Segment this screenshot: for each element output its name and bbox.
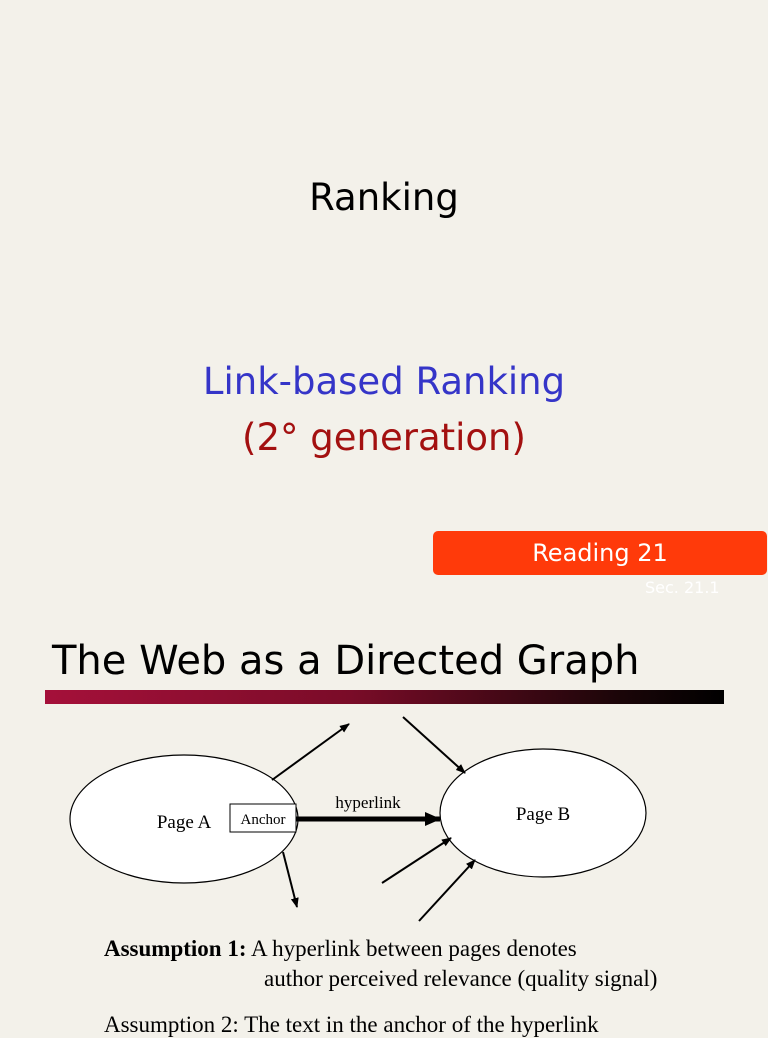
directed-graph-diagram: Page A Anchor Page B hyperlink (69, 716, 647, 922)
page-b-label: Page B (516, 804, 570, 825)
assumption-1-text-line2: author perceived relevance (quality sign… (264, 966, 658, 991)
subtitle-link-based-ranking: Link-based Ranking (202, 360, 566, 403)
page-a-label: Page A (157, 812, 212, 833)
anchor-box (229, 803, 297, 833)
outgoing-edge-up (271, 723, 350, 781)
assumption-1-heading: Assumption 1: (104, 936, 247, 961)
reading-badge-label: Reading 21 (532, 539, 668, 567)
outgoing-edge-down (282, 851, 299, 908)
reading-badge: Reading 21 (433, 531, 767, 575)
subtitle-generation: (2° generation) (242, 416, 526, 459)
slide-title: Ranking (309, 176, 459, 219)
slide2-title: The Web as a Directed Graph (52, 638, 640, 684)
section-label: Sec. 21.1 (645, 578, 720, 597)
incoming-edge-top (402, 716, 466, 774)
assumption-2-partial: Assumption 2: The text in the anchor of … (104, 1012, 599, 1037)
hyperlink-label: hyperlink (335, 793, 401, 812)
assumption-1-text: A hyperlink between pages denotes (251, 936, 577, 961)
anchor-label: Anchor (241, 812, 286, 828)
title-underline-bar (45, 690, 724, 704)
incoming-edge-lower (381, 837, 452, 884)
assumption-1: Assumption 1: A hyperlink between pages … (104, 936, 577, 962)
incoming-edge-bottom (418, 859, 476, 922)
